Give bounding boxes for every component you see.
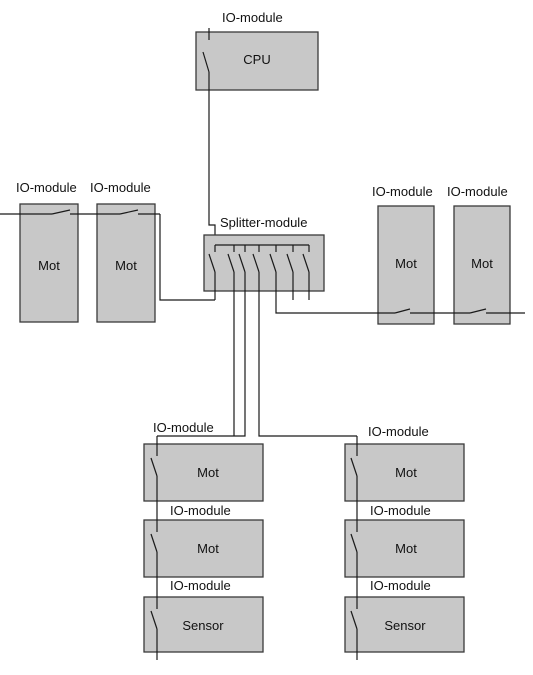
mot-label-br-2: Mot (395, 541, 417, 556)
io-module-label-cpu: IO-module (222, 10, 283, 25)
sensor-box-br (344, 596, 465, 653)
cpu-switch (202, 51, 210, 73)
splitter-module-label: Splitter-module (220, 215, 307, 230)
mot-label-right-2: Mot (471, 256, 493, 271)
sensor-label-bl: Sensor (182, 618, 224, 633)
io-module-label-br-2: IO-module (370, 503, 431, 518)
bottom-right-chain-wire (350, 436, 358, 660)
bottom-left-chain-wire (150, 436, 158, 660)
mot-box-right-2 (453, 205, 511, 325)
sensor-box-bl (143, 596, 264, 653)
mot-box-bl-2 (143, 519, 264, 578)
mot-box-left-2 (96, 203, 156, 323)
left-bus (0, 209, 215, 301)
bottom-right-feed-wire (258, 290, 357, 437)
mot-label-br-1: Mot (395, 465, 417, 480)
mot-label-bl-1: Mot (197, 465, 219, 480)
io-module-label-right-2: IO-module (447, 184, 508, 199)
cpu-box (195, 31, 319, 91)
bottom-left-feed-wire (157, 290, 246, 437)
mot-box-left-1 (19, 203, 79, 323)
right-bus (275, 290, 525, 314)
mot-box-br-1 (344, 443, 465, 502)
io-module-label-left-1: IO-module (16, 180, 77, 195)
mot-box-bl-1 (143, 443, 264, 502)
io-module-label-right-1: IO-module (372, 184, 433, 199)
mot-box-br-2 (344, 519, 465, 578)
cpu-label: CPU (243, 52, 270, 67)
io-module-label-left-2: IO-module (90, 180, 151, 195)
mot-box-right-1 (377, 205, 435, 325)
cpu-to-splitter-wire (208, 72, 216, 238)
mot-label-right-1: Mot (395, 256, 417, 271)
io-module-label-br-1: IO-module (368, 424, 429, 439)
io-module-label-bl-1: IO-module (153, 420, 214, 435)
splitter-module-box (203, 234, 325, 292)
io-module-label-br-3: IO-module (370, 578, 431, 593)
io-module-label-bl-3: IO-module (170, 578, 231, 593)
splitter-switches (208, 245, 310, 300)
mot-label-left-2: Mot (115, 258, 137, 273)
sensor-label-br: Sensor (384, 618, 426, 633)
io-module-label-bl-2: IO-module (170, 503, 231, 518)
mot-label-left-1: Mot (38, 258, 60, 273)
mot-label-bl-2: Mot (197, 541, 219, 556)
